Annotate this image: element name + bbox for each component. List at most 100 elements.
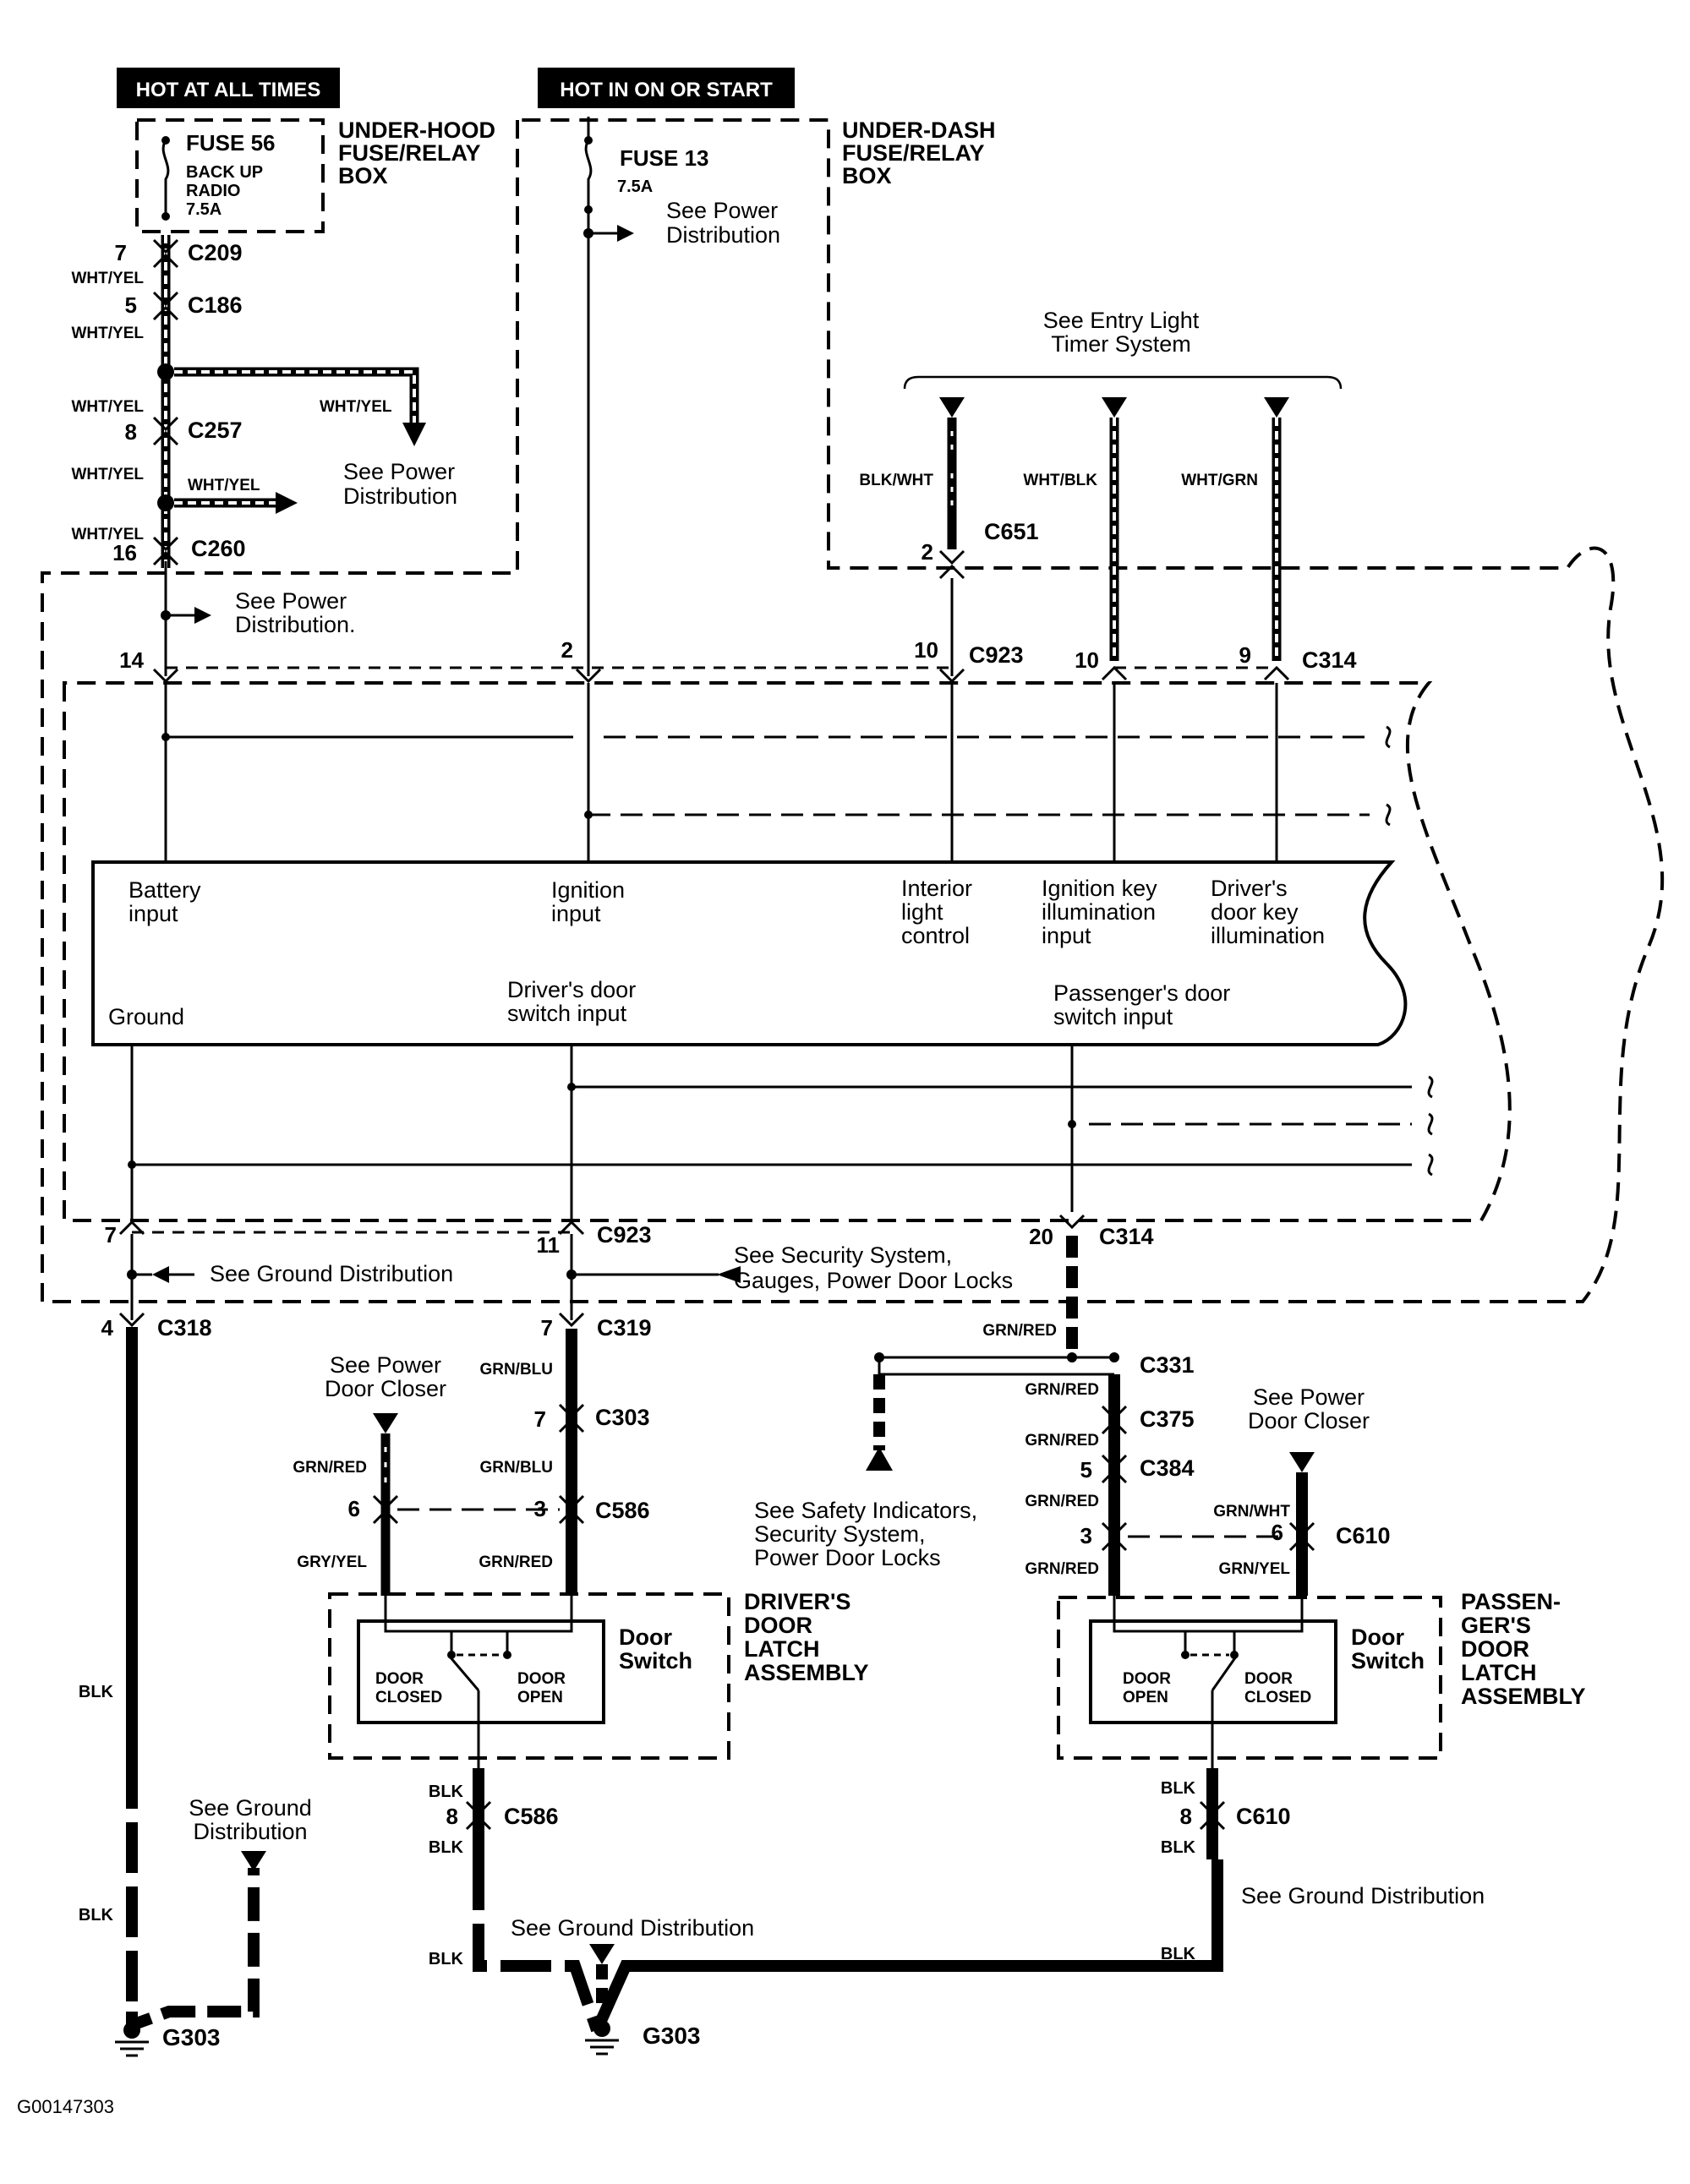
svg-text:ASSEMBLY: ASSEMBLY [744, 1660, 869, 1685]
svg-text:10: 10 [1075, 647, 1099, 673]
driver-switch-input-label: Driver's door [507, 977, 636, 1002]
svg-text:GRY/YEL: GRY/YEL [297, 1553, 367, 1571]
svg-text:Distribution: Distribution [193, 1819, 307, 1844]
battery-input-label: Battery [129, 877, 201, 903]
hot-in-on-start-tag: HOT IN ON OR START [538, 68, 795, 108]
svg-text:BLK: BLK [79, 1683, 114, 1701]
svg-text:3: 3 [1080, 1523, 1092, 1548]
entry-light-bracket [903, 375, 1343, 390]
ignition-input-label: Ignition [551, 877, 625, 903]
driver-switch-contact [448, 1656, 480, 1691]
svg-text:9: 9 [1239, 642, 1251, 668]
under-dash-title-3: BOX [842, 163, 892, 188]
see-ground-dist-2: See Ground [189, 1795, 312, 1821]
c260-label: C260 [191, 536, 246, 561]
c314-label-top: C314 [1302, 647, 1357, 673]
svg-text:2: 2 [561, 637, 573, 663]
svg-text:GRN/RED: GRN/RED [1025, 1432, 1099, 1450]
svg-text:WHT/YEL: WHT/YEL [188, 477, 260, 494]
figure-id: G00147303 [17, 2096, 114, 2117]
under-hood-fuse-box [135, 118, 325, 233]
svg-text:light: light [901, 899, 943, 925]
svg-text:Switch: Switch [1351, 1648, 1425, 1673]
svg-text:20: 20 [1029, 1224, 1053, 1249]
under-dash-fuse-box [41, 118, 1665, 1303]
svg-text:Security System,: Security System, [754, 1521, 926, 1547]
svg-text:GRN/RED: GRN/RED [293, 1459, 367, 1477]
interior-light-label: Interior [901, 876, 972, 901]
svg-text:GRN/RED: GRN/RED [479, 1553, 553, 1571]
power-arrow-down [402, 423, 426, 446]
svg-text:DOOR: DOOR [1461, 1636, 1529, 1662]
c186-label: C186 [188, 292, 243, 318]
hot-at-all-times-tag: HOT AT ALL TIMES [117, 68, 340, 108]
svg-text:GRN/RED: GRN/RED [1025, 1493, 1099, 1510]
svg-text:5: 5 [125, 292, 137, 318]
see-power-dist-3: See Power [235, 588, 347, 614]
under-hood-title-2: FUSE/RELAY [338, 140, 481, 166]
see-ground-dist-3: See Ground Distribution [511, 1915, 754, 1941]
ignition-key-label: Ignition key [1042, 876, 1157, 901]
svg-text:7: 7 [105, 1222, 117, 1248]
svg-text:7: 7 [541, 1315, 553, 1340]
fuse-13-icon [584, 117, 593, 676]
splice-1 [157, 363, 174, 380]
connector-c651-icon [938, 549, 965, 580]
svg-text:Door Closer: Door Closer [1248, 1408, 1370, 1433]
passenger-switch-contact [1211, 1656, 1238, 1691]
pass-door-open-1: DOOR [1123, 1670, 1171, 1688]
c586-label-driver: C586 [595, 1498, 650, 1523]
c610-label-ground: C610 [1236, 1804, 1291, 1829]
svg-text:switch input: switch input [507, 1001, 627, 1026]
svg-text:illumination: illumination [1211, 923, 1325, 948]
driver-key-label: Driver's [1211, 876, 1288, 901]
svg-text:6: 6 [348, 1496, 360, 1521]
svg-text:WHT/YEL: WHT/YEL [72, 466, 145, 483]
fuse-56-desc-2: RADIO [186, 182, 240, 200]
svg-text:BLK: BLK [429, 1838, 464, 1857]
c375-label: C375 [1140, 1406, 1195, 1432]
svg-text:GRN/BLU: GRN/BLU [479, 1361, 553, 1379]
fuse-56-desc-3: 7.5A [186, 200, 222, 219]
svg-text:2: 2 [922, 539, 933, 565]
svg-text:GRN/RED: GRN/RED [982, 1322, 1057, 1340]
svg-text:input: input [551, 901, 601, 926]
svg-text:input: input [129, 901, 178, 926]
svg-text:WHT/GRN: WHT/GRN [1181, 472, 1258, 489]
see-safety-1: See Safety Indicators, [754, 1498, 977, 1523]
svg-text:Power Door Locks: Power Door Locks [754, 1545, 941, 1570]
see-entry-light-1: See Entry Light [1043, 308, 1200, 333]
hot-at-all-times-label: HOT AT ALL TIMES [136, 79, 321, 101]
c610-label-top: C610 [1336, 1523, 1391, 1548]
ground-arrow-left [150, 1264, 196, 1285]
see-power-closer-2: See Power [1253, 1384, 1365, 1410]
svg-text:WHT/YEL: WHT/YEL [320, 398, 392, 416]
svg-text:GRN/YEL: GRN/YEL [1219, 1560, 1291, 1578]
svg-text:7: 7 [534, 1406, 546, 1432]
see-entry-light-2: Timer System [1051, 331, 1191, 357]
pass-latch-title-1: PASSEN- [1461, 1589, 1561, 1614]
svg-text:BLK: BLK [429, 1783, 464, 1801]
under-dash-title-1: UNDER-DASH [842, 117, 996, 143]
module-body [91, 860, 1408, 1046]
svg-text:CLOSED: CLOSED [375, 1689, 442, 1706]
g303-left-label: G303 [162, 2024, 221, 2050]
svg-text:GRN/BLU: GRN/BLU [479, 1459, 553, 1477]
c923-label-top: C923 [969, 642, 1024, 668]
svg-text:WHT/YEL: WHT/YEL [72, 325, 145, 342]
driver-door-latch-assembly [328, 1592, 730, 1760]
splice-2 [157, 494, 174, 511]
svg-text:16: 16 [112, 540, 137, 565]
pass-door-closed-1: DOOR [1244, 1670, 1293, 1688]
power-arrow-right [590, 223, 636, 243]
fuse-56-icon [161, 139, 170, 216]
svg-text:Door Closer: Door Closer [325, 1376, 446, 1401]
svg-text:14: 14 [119, 647, 144, 673]
svg-text:7.5A: 7.5A [617, 177, 653, 196]
c923-label-bottom: C923 [597, 1222, 652, 1248]
ground-label: Ground [108, 1004, 184, 1029]
driver-switch-label-1: Door [619, 1624, 672, 1650]
svg-text:OPEN: OPEN [517, 1689, 563, 1706]
svg-text:See Power: See Power [666, 198, 778, 223]
driver-door-switch [357, 1619, 605, 1724]
